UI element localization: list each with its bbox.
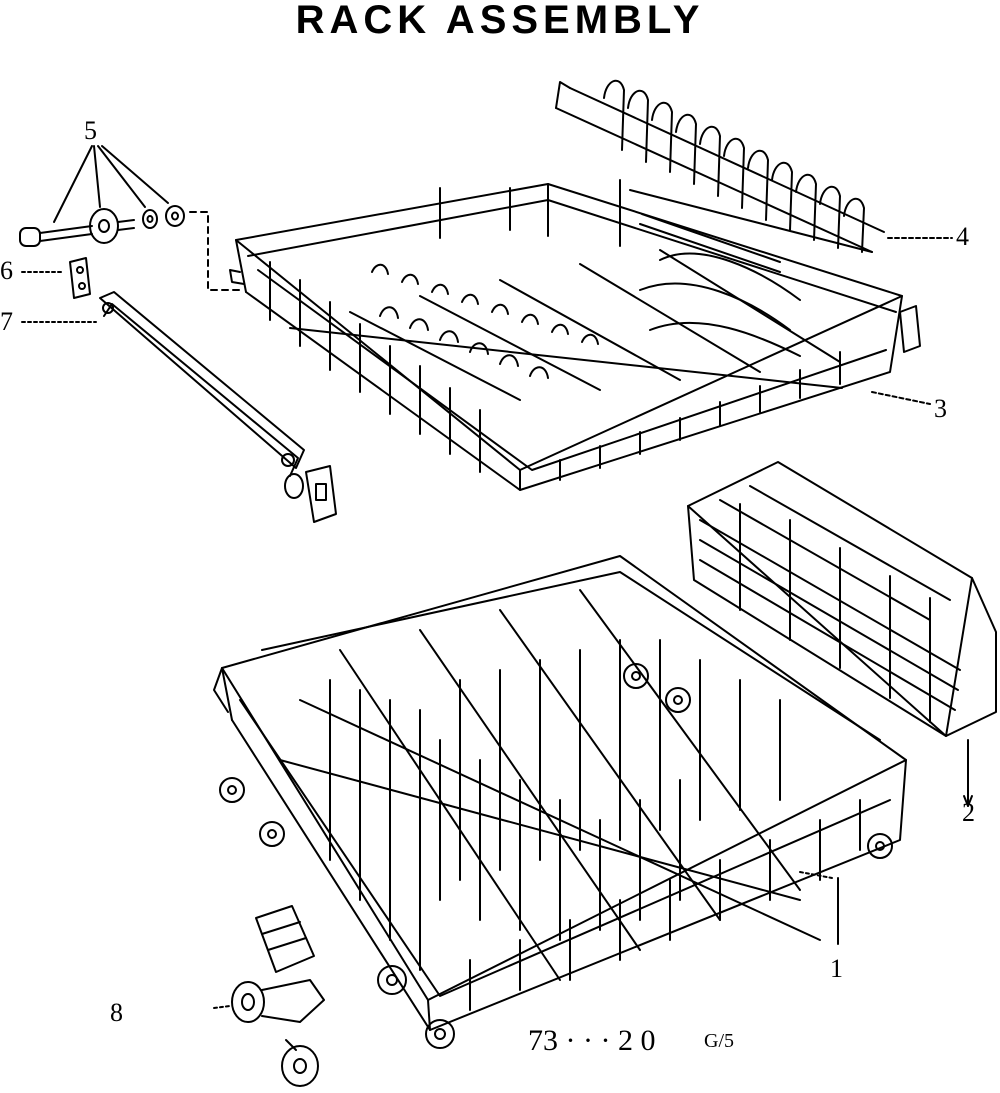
part-6-bracket [22, 258, 90, 298]
part-4-cup-shelf [556, 81, 952, 272]
drawing-sheet: G/5 [704, 1030, 734, 1052]
part-5-axle-hardware [20, 146, 240, 290]
callout-3: 3 [934, 394, 947, 423]
callout-4: 4 [956, 222, 969, 251]
part-8-roller-clip [214, 906, 324, 1086]
drawing-code: 73 · · · 2 0 [528, 1024, 656, 1057]
callout-7: 7 [0, 307, 13, 336]
callout-6: 6 [0, 256, 13, 285]
part-7-track [22, 292, 336, 522]
part-1-lower-rack [214, 556, 906, 1048]
callout-5: 5 [84, 116, 97, 145]
callout-2: 2 [962, 798, 975, 827]
part-3-upper-rack [230, 180, 930, 490]
part-2-silverware-basket [688, 462, 996, 806]
callout-1: 1 [830, 954, 843, 983]
callout-8: 8 [110, 998, 123, 1027]
page-title: RACK ASSEMBLY [295, 0, 705, 42]
